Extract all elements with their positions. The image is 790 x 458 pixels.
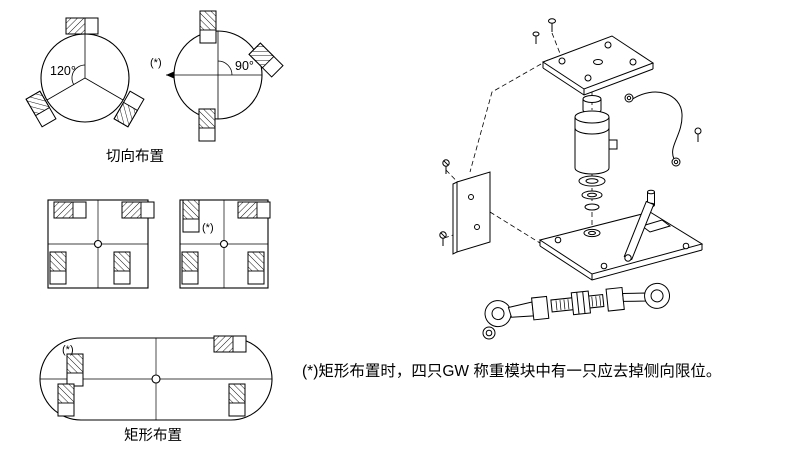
gw-module-icon — [121, 201, 155, 219]
square-layout-plain — [47, 199, 155, 289]
side-limit-plate — [452, 171, 491, 255]
gw-module-icon — [199, 10, 217, 44]
center-point — [151, 374, 161, 384]
anti-lift-bracket — [623, 189, 672, 262]
tangential-circle-diagram: 120° — [25, 17, 145, 128]
gw-module-icon — [247, 251, 265, 285]
thread-ticks — [555, 295, 602, 311]
stadium-layout: (*) — [39, 335, 273, 421]
note-text: (*)矩形布置时，四只GW 称重模块中有一只应去掉侧向限位。 — [302, 361, 721, 380]
gw-module-icon — [57, 383, 75, 417]
star-marker: (*) — [150, 57, 162, 69]
washer-stack — [578, 175, 606, 211]
spare-washer — [482, 326, 496, 340]
sensor-cable — [624, 91, 702, 167]
gw-module-icon — [248, 42, 284, 78]
gw-module-icon — [49, 251, 67, 285]
load-cell-body — [574, 95, 618, 175]
star-marker: (*) — [62, 344, 74, 356]
gw-module-icon — [113, 90, 145, 128]
gw-module-icon — [228, 383, 246, 417]
gw-module-icon — [237, 201, 271, 219]
top-plate — [541, 35, 655, 96]
square-circle-diagram: (*) 90° — [150, 10, 284, 142]
screw-icon — [694, 127, 702, 135]
caption-rectangular: 矩形布置 — [124, 427, 182, 444]
gw-module-icon — [113, 251, 131, 285]
square-layout-star: (*) — [179, 199, 271, 289]
exploded-view — [439, 18, 704, 340]
bolt-icon — [532, 18, 556, 44]
caption-tangential: 切向布置 — [106, 148, 164, 165]
angle-label-120: 120° — [50, 64, 76, 78]
gw-module-icon — [213, 335, 247, 353]
gw-module-icon — [66, 353, 84, 387]
gw-module-icon — [25, 90, 57, 128]
screw-icon — [439, 159, 450, 246]
gw-module-icon — [65, 17, 99, 35]
center-point — [219, 239, 229, 249]
gw-module-icon — [182, 199, 200, 233]
base-plate — [538, 211, 704, 281]
gw-module-icon — [53, 201, 87, 219]
gw-module-icon — [198, 108, 216, 142]
gw-module-icon — [181, 251, 199, 285]
tie-rod-assembly — [484, 282, 671, 328]
arrowhead-icon — [166, 71, 174, 79]
star-marker: (*) — [202, 222, 214, 234]
center-point — [93, 239, 103, 249]
angle-label-90: 90° — [235, 59, 254, 73]
